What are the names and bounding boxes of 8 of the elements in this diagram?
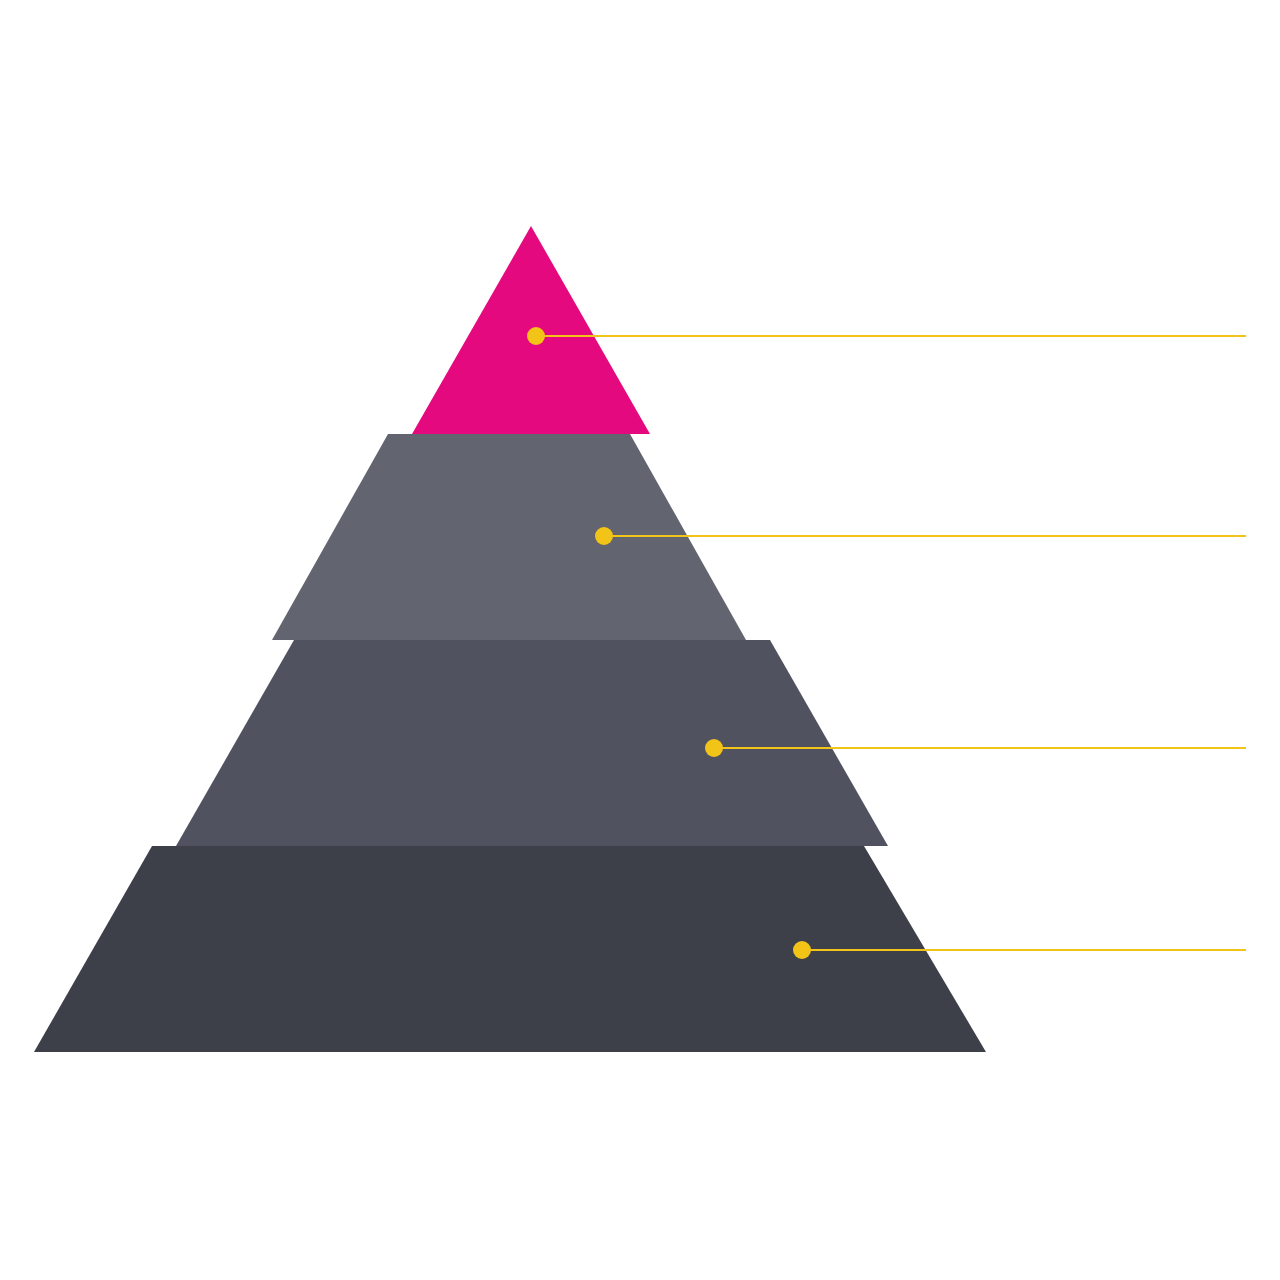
leader-line — [705, 739, 1247, 757]
pyramid-layer — [272, 434, 746, 640]
pyramid-layer — [176, 640, 888, 846]
leader-line — [793, 941, 1247, 959]
leader-line — [595, 527, 1247, 545]
leader-line — [527, 327, 1247, 345]
pyramid-layer — [34, 846, 986, 1052]
pyramid-top — [412, 226, 650, 434]
